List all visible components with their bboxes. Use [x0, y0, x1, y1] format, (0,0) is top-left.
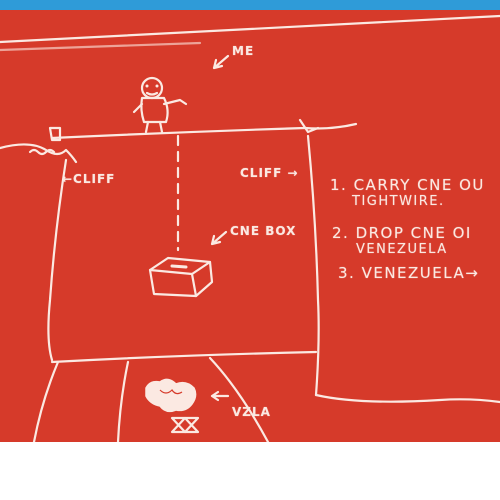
top-blue-strip [0, 0, 500, 10]
me-arrow-icon [212, 54, 230, 70]
ballot-box-icon [148, 256, 214, 298]
chalk-drawing [0, 14, 500, 442]
right-lower-wall [314, 393, 500, 404]
step-1-line2: TIGHTWIRE. [352, 194, 445, 209]
step-1-line1: 1. CARRY CNE OU [330, 176, 485, 194]
chalkboard-illustration: ME ←CLIFF CLIFF → CNE BOX VZLA 1. CARRY … [0, 0, 500, 442]
left-cliff-top [0, 143, 78, 164]
vzla-label: VZLA [232, 405, 271, 419]
vzla-arrow-icon [210, 390, 230, 402]
right-cliff-wall [306, 134, 320, 397]
cliff-left-label: ←CLIFF [62, 172, 116, 186]
left-cliff-wall [47, 158, 68, 362]
right-stake [298, 118, 320, 134]
me-label: ME [232, 44, 255, 58]
step-3-line1: 3. VENEZUELA→ [338, 264, 480, 282]
step-2-line2: VENEZUELA [356, 242, 448, 257]
signpost-icon [170, 416, 200, 434]
chasm-floor [50, 350, 318, 364]
horizon-line-2 [0, 41, 202, 52]
tightwire [50, 126, 307, 140]
cne-arrow-icon [210, 230, 228, 246]
horizon-line [0, 14, 500, 44]
path-left [116, 360, 130, 442]
cliff-right-label: CLIFF → [240, 166, 299, 180]
venezuela-map-icon [145, 378, 197, 413]
path-right [208, 356, 270, 442]
stick-figure-icon [132, 76, 188, 134]
step-2-line1: 2. DROP CNE OI [332, 224, 472, 242]
cne-box-label: CNE BOX [230, 224, 297, 238]
left-stake [48, 126, 62, 142]
tightwire-right-end [303, 122, 358, 130]
left-cliff-squiggle [28, 148, 56, 156]
left-lower-slope [32, 360, 60, 442]
